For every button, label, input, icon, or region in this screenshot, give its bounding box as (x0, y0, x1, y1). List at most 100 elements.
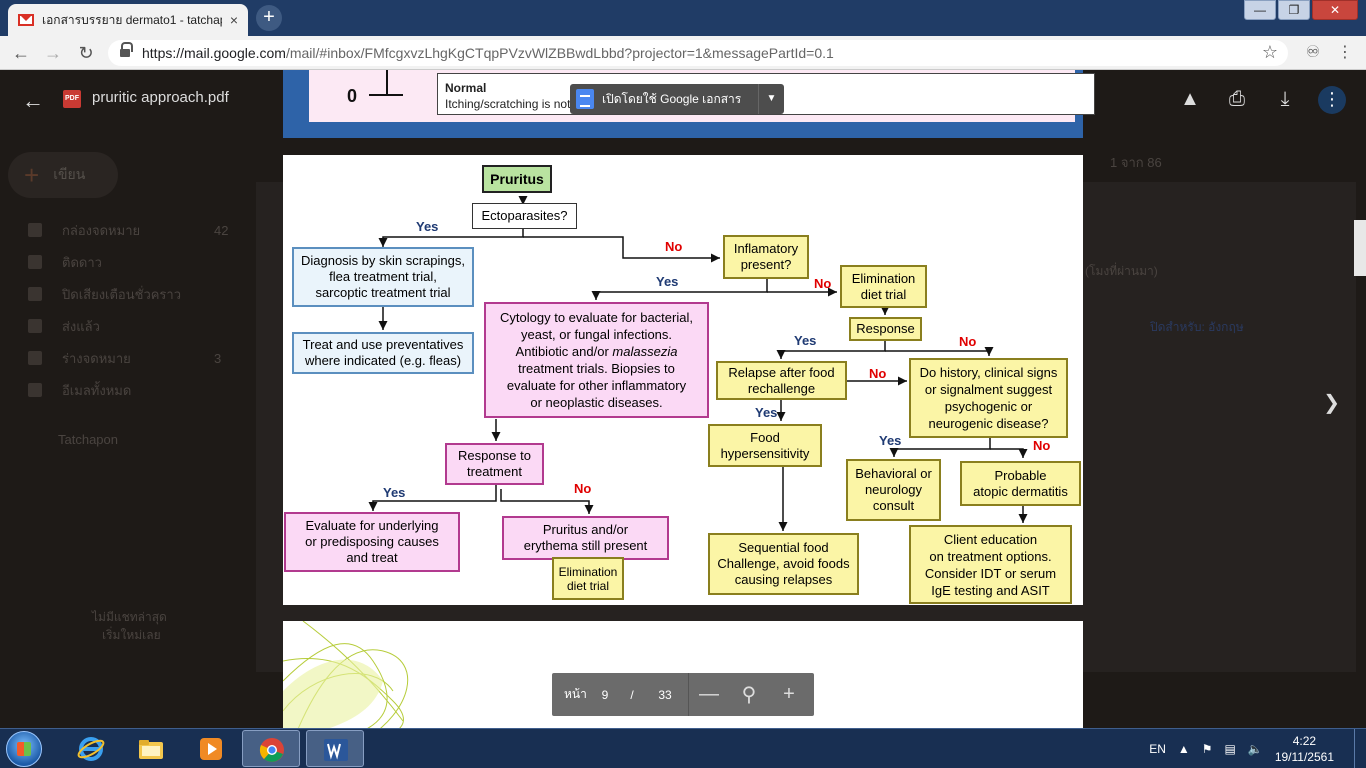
chevron-right-icon[interactable]: ❯ (1323, 392, 1340, 414)
close-window-button[interactable]: ✕ (1312, 0, 1358, 20)
node-text: Relapse after food (728, 364, 835, 380)
node-text: flea treatment trial, (329, 269, 437, 284)
address-bar[interactable]: https://mail.google.com/mail/#inbox/FMfc… (108, 40, 1288, 66)
zoom-out-icon[interactable]: — (699, 683, 719, 705)
word-icon (324, 739, 348, 761)
flow-node-pruritus: Pruritus (482, 165, 552, 193)
forward-arrow-icon[interactable]: → (44, 43, 62, 63)
flowchart-connectors (368, 196, 1028, 531)
star-icon (28, 255, 42, 269)
tab-close-icon[interactable]: × (229, 12, 238, 28)
node-text: Behavioral or (855, 466, 932, 481)
nav-label: กล่องจดหมาย (62, 222, 141, 238)
page-label: หน้า (564, 687, 587, 701)
language-indicator[interactable]: EN (1149, 742, 1166, 756)
download-icon[interactable]: ⤓ (1280, 88, 1290, 110)
inbox-icon (28, 223, 42, 237)
flow-node-evaluate-underlying: Evaluate for underlying or predisposing … (284, 512, 460, 572)
account-name: Tatchapon (58, 432, 118, 447)
node-text: evaluate for other inflammatory (506, 378, 687, 393)
flow-label-no: No (574, 481, 592, 496)
node-text: Sequential food (738, 540, 829, 555)
translate-text: ปิดสำหรับ: อังกฤษ (1150, 320, 1244, 334)
browser-tab[interactable]: เอกสารบรรยาย dermato1 - tatchap × (8, 4, 248, 36)
gmail-icon (18, 14, 34, 26)
node-text: diet trial (566, 578, 610, 593)
show-desktop-button[interactable] (1354, 729, 1366, 768)
start-chat-text: เริ่มใหม่เลย (102, 628, 161, 642)
node-text: IgE testing and ASIT (931, 582, 1050, 598)
taskbar-chrome[interactable] (242, 730, 300, 767)
compose-label: เขียน (53, 166, 86, 182)
toolbar-divider (688, 673, 689, 716)
scrollbar[interactable] (1354, 220, 1366, 276)
clock-date: 19/11/2561 (1274, 750, 1334, 764)
zoom-in-icon[interactable]: + (783, 683, 795, 705)
node-text: atopic dermatitis (973, 483, 1068, 499)
node-text: on treatment options. (929, 548, 1052, 564)
taskbar-file-explorer[interactable] (122, 730, 180, 767)
flow-label-no: No (814, 276, 832, 291)
flow-node-response-to-treatment: Response to treatment (445, 443, 544, 485)
extension-icon[interactable]: ♾ (1305, 44, 1321, 61)
chevron-down-icon[interactable]: ▼ (758, 84, 784, 114)
taskbar-media-player[interactable] (182, 730, 240, 767)
scale-stem (386, 70, 388, 96)
node-text: or predisposing causes (305, 534, 439, 549)
node-text: Do history, clinical signs (919, 365, 1058, 380)
node-text: Diagnosis by skin scrapings, (300, 253, 466, 268)
add-to-drive-icon[interactable]: ▲ (1180, 88, 1200, 110)
page-number-input[interactable]: 9 (601, 687, 609, 702)
clock-time: 4:22 (1292, 734, 1317, 748)
tray-expand-icon[interactable]: ▲ (1177, 742, 1190, 756)
nav-count: 3 (214, 350, 222, 366)
back-arrow-icon[interactable]: ← (12, 43, 30, 63)
compose-button: + เขียน (8, 152, 118, 198)
minimize-button[interactable]: — (1244, 0, 1276, 20)
zoom-icon[interactable]: ⚲ (741, 684, 757, 706)
new-tab-button[interactable]: + (256, 5, 282, 31)
chrome-icon (259, 738, 284, 762)
bookmark-star-icon[interactable]: ☆ (1261, 42, 1278, 62)
node-text: neurology (864, 482, 923, 497)
flow-node-response: Response (849, 317, 922, 341)
node-text-italic: malassezia (612, 344, 678, 359)
node-text: where indicated (e.g. fleas) (304, 353, 462, 368)
flow-node-behavioral: Behavioral or neurology consult (846, 459, 941, 521)
start-button[interactable] (6, 731, 42, 767)
nav-snoozed: ปิดเสียงเตือนชั่วคราว (28, 284, 181, 304)
flow-label-no: No (665, 239, 683, 254)
taskbar-word[interactable] (306, 730, 364, 767)
taskbar-internet-explorer[interactable] (62, 730, 120, 767)
flow-node-ectoparasites: Ectoparasites? (472, 203, 577, 229)
back-arrow-icon[interactable]: ← (22, 88, 44, 113)
print-icon[interactable]: ⎙ (1229, 88, 1245, 110)
folder-icon (139, 740, 163, 759)
decorative-swirl (283, 621, 409, 728)
nav-label: ร่างจดหมาย (62, 350, 131, 366)
url-path: /mail/#inbox/FMfcgxvzLhgKgCTqpPVzvWlZBBw… (285, 45, 834, 61)
mail-icon (28, 383, 42, 397)
node-text: Ectoparasites? (481, 208, 568, 223)
clock[interactable]: 4:22 19/11/2561 (1275, 733, 1334, 765)
node-text: sarcoptic treatment trial (315, 285, 451, 300)
node-text: Cytology to evaluate for bacterial, (500, 310, 693, 325)
reload-icon[interactable]: ↻ (78, 43, 94, 63)
url-text: https://mail.google.com/mail/#inbox/FMfc… (142, 45, 834, 61)
open-with-docs-button[interactable]: เปิดโดยใช้ Google เอกสาร ▼ (570, 84, 784, 114)
chrome-menu-icon[interactable]: ⋮ (1337, 44, 1353, 61)
node-text: psychogenic or (944, 399, 1033, 414)
more-options-icon[interactable]: ⋮ (1318, 86, 1346, 114)
network-icon[interactable]: ▤ (1224, 742, 1236, 756)
maximize-button[interactable]: ❐ (1278, 0, 1310, 20)
url-host: https://mail.google.com (142, 45, 286, 61)
page-total: 33 (658, 687, 672, 702)
volume-icon[interactable]: 🔈 (1247, 742, 1263, 756)
flow-label-no: No (869, 366, 887, 381)
node-text: consult (872, 498, 915, 513)
action-center-icon[interactable]: ⚑ (1201, 742, 1213, 756)
file-name: pruritic approach.pdf (92, 89, 229, 106)
score-title: Normal (445, 81, 487, 95)
node-text: Challenge, avoid foods (717, 556, 850, 571)
